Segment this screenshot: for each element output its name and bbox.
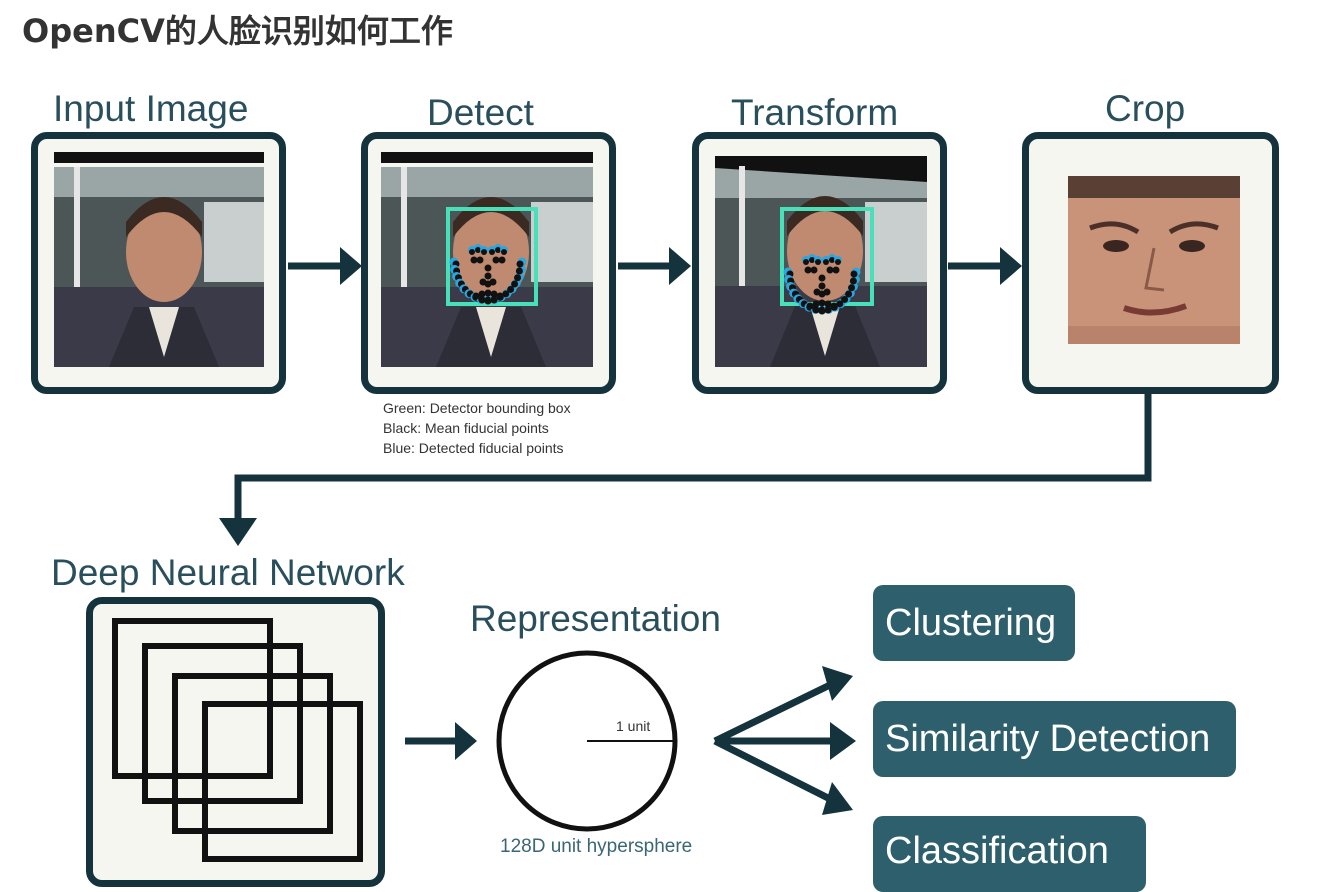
legend-black: Black: Mean fiducial points — [383, 420, 549, 436]
arrow-dnn-to-representation — [405, 722, 477, 760]
detect-photo — [381, 167, 593, 367]
arrows-to-outputs — [713, 680, 835, 804]
representation-label: Representation — [470, 598, 721, 639]
output-clustering: Clustering — [873, 585, 1075, 661]
hypersphere-caption: 128D unit hypersphere — [500, 836, 693, 857]
arrow-detect-to-transform — [618, 247, 691, 285]
transform-photo-illustration — [715, 156, 927, 367]
dnn-label: Deep Neural Network — [51, 552, 405, 593]
transform-frame — [692, 132, 947, 394]
arrow-transform-to-crop — [948, 247, 1022, 285]
detect-photo-illustration — [381, 167, 593, 367]
output-classification: Classification — [873, 816, 1146, 892]
step-label-crop: Crop — [1105, 88, 1186, 129]
page-title: OpenCV的人脸识别如何工作 — [22, 12, 453, 50]
radius-label: 1 unit — [616, 718, 651, 734]
dnn-frame — [86, 597, 385, 887]
step-label-detect: Detect — [427, 92, 534, 133]
output-similarity-detection: Similarity Detection — [873, 701, 1236, 777]
transform-photo — [715, 156, 927, 367]
step-label-input: Input Image — [53, 88, 249, 129]
arrow-input-to-detect — [288, 247, 362, 285]
person-photo-illustration — [54, 167, 264, 367]
cropped-face-illustration — [1068, 176, 1240, 344]
step-label-transform: Transform — [731, 92, 899, 133]
input-image-frame — [31, 132, 286, 394]
arrow-crop-to-dnn — [219, 394, 1152, 546]
hypersphere-circle — [496, 650, 678, 832]
legend-green: Green: Detector bounding box — [383, 400, 571, 416]
crop-photo — [1068, 176, 1240, 344]
input-photo — [54, 167, 264, 367]
crop-frame — [1022, 132, 1279, 394]
detect-frame — [361, 132, 616, 394]
neural-network-layers-icon — [112, 618, 363, 862]
detect-legend: Green: Detector bounding box Black: Mean… — [383, 398, 571, 458]
legend-blue: Blue: Detected fiducial points — [383, 440, 564, 456]
